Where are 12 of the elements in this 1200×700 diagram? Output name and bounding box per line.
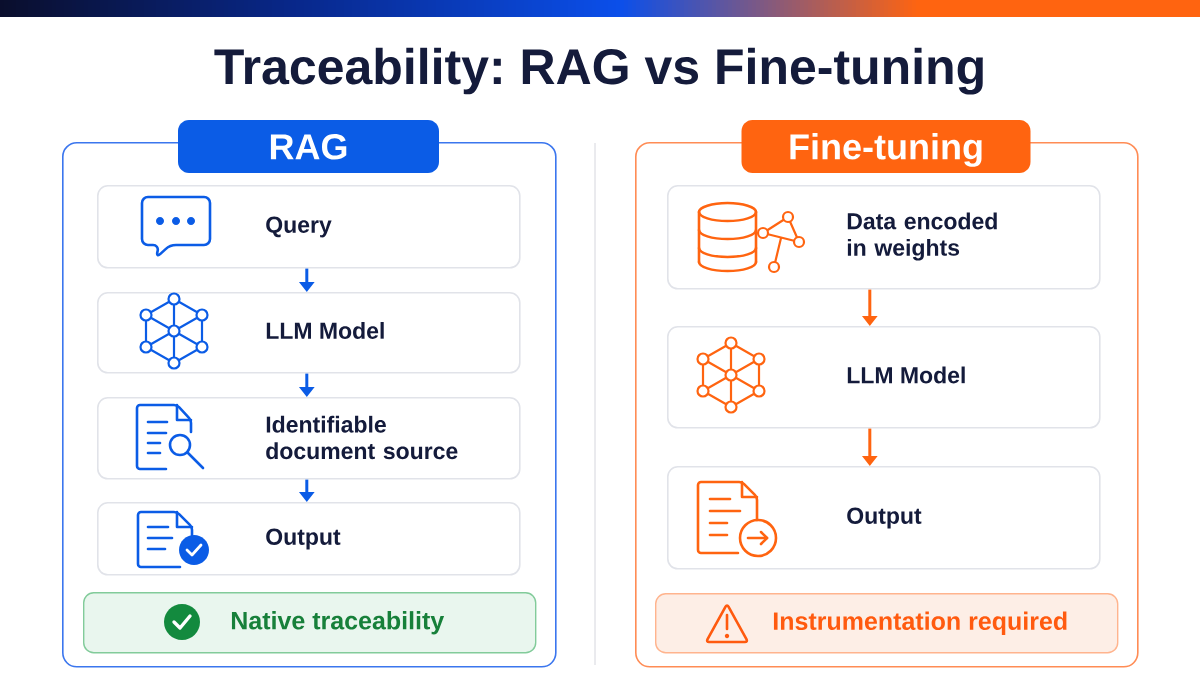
process-box: Identifiable document source xyxy=(97,397,521,480)
process-box: Query xyxy=(97,185,521,269)
header-tab: Fine-tuning xyxy=(741,120,1031,173)
status-badge: Instrumentation required xyxy=(655,593,1119,654)
header-tab: RAG xyxy=(178,120,439,173)
title: Traceability: RAG vs Fine-tuning xyxy=(214,47,983,95)
process-box: LLM Model xyxy=(667,326,1101,429)
status-badge: Native traceability xyxy=(83,592,537,654)
process-box: Output xyxy=(97,502,521,576)
process-box: Data encoded in weights xyxy=(667,185,1101,290)
process-box: LLM Model xyxy=(97,292,521,374)
process-box: Output xyxy=(667,466,1101,570)
